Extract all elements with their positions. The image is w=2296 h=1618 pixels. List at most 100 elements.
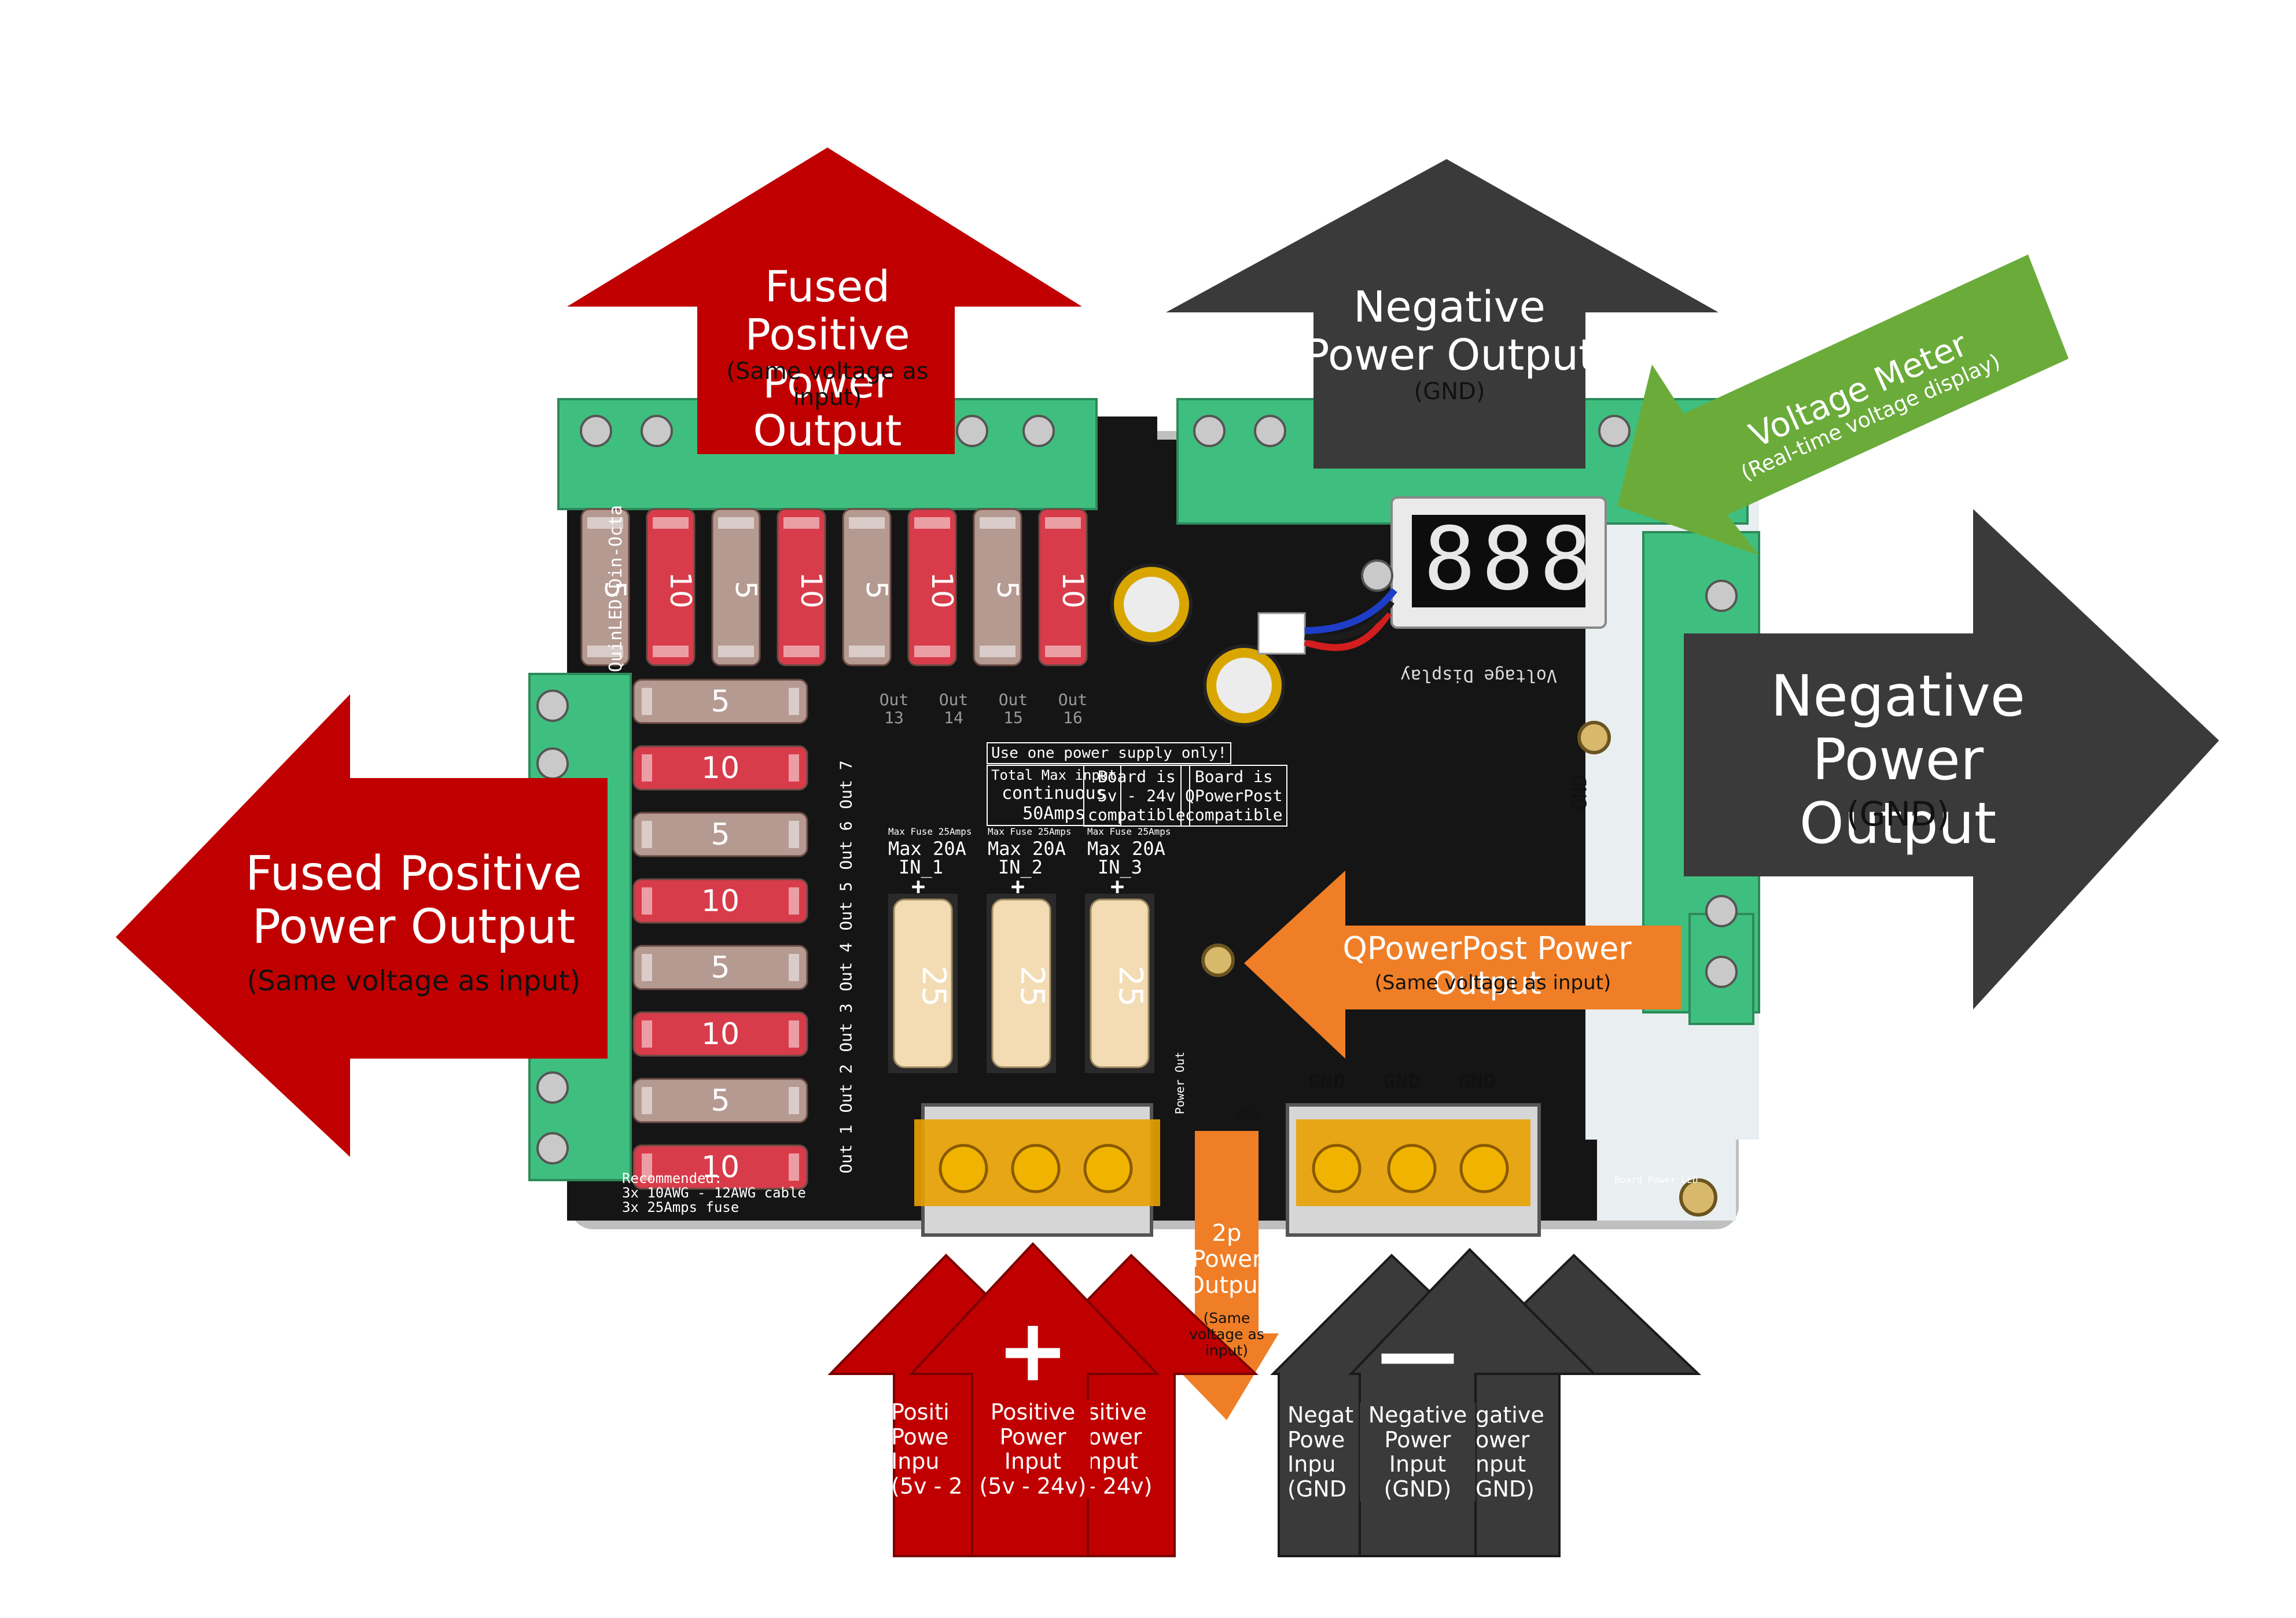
fused-top-sub2: input): [793, 384, 862, 411]
fused-left-title: Fused Positive Power Output: [229, 847, 599, 954]
out-left-label: Out 7: [836, 760, 856, 809]
neg-left-l2: Powe: [1287, 1427, 1345, 1453]
neg-right-l2: ower: [1476, 1427, 1530, 1453]
out-top-label: Out 16: [1058, 690, 1088, 727]
neg-right-l4: GND): [1476, 1476, 1535, 1502]
neg-input-left-text: Negat Powe Inpu (GND: [1287, 1403, 1363, 1501]
pos-left-l1: Positi: [891, 1400, 950, 1425]
pos-right-l2: ower: [1088, 1424, 1142, 1450]
board-name: QuinLED-Din-Octa: [605, 505, 626, 672]
input-fuse: 25: [1085, 894, 1154, 1073]
neg-top-line2: Power Output: [1303, 330, 1596, 380]
top-fuse: 10: [777, 508, 828, 666]
pos-right-l1: sitive: [1088, 1399, 1147, 1425]
input-plus-label: +: [1110, 874, 1125, 900]
out-top-label: Out 13: [879, 690, 909, 727]
rec-l1: Recommended:: [622, 1170, 723, 1186]
fused-top-sub1: (Same voltage as: [726, 358, 929, 385]
out-left-label: Out 4: [836, 942, 856, 992]
left-fuse: 10: [632, 1144, 808, 1190]
top-fuse-value: 5: [991, 581, 1024, 599]
gnd-post: [1577, 721, 1611, 754]
total-max-box: Total Max input continuous 50Amps: [987, 765, 1121, 826]
pos-left-l4: (5v - 2: [891, 1473, 963, 1499]
input-fuse-value: 25: [1013, 965, 1051, 1007]
neg-top-title: Negative Power Output: [1302, 283, 1597, 379]
left-fuse-value: 10: [701, 1150, 739, 1185]
pos-right-l3: nput: [1088, 1449, 1139, 1475]
fused-positive-top-arrow: [567, 148, 1082, 454]
fused-left-line2: Power Output: [252, 899, 576, 954]
total-max-l2: continuous: [1002, 783, 1106, 804]
display-digits: 888: [1423, 509, 1598, 610]
fused-top-sub: (Same voltage as input): [712, 359, 943, 411]
left-fuse: 10: [632, 1011, 808, 1057]
neg-right-title: Negative Power Output: [1690, 665, 2106, 856]
fused-left-sub: (Same voltage as input): [246, 965, 581, 997]
neg-input-minus: —: [1377, 1306, 1458, 1400]
neg-right-sub: (GND): [1846, 794, 1950, 834]
left-fuse-value: 10: [701, 884, 739, 919]
rec-l2: 3x 10AWG - 12AWG cable: [622, 1185, 806, 1201]
gnd-label: GND: [1383, 1070, 1421, 1094]
left-fuse: 5: [632, 945, 808, 990]
neg-right-line1: Negative Power: [1771, 664, 2025, 793]
input-barrier-terminal: [914, 1103, 1160, 1237]
input-plus-label: +: [911, 874, 926, 900]
input-max-label: Max 20A: [1087, 838, 1165, 860]
two-pin-s1: (Same: [1203, 1310, 1250, 1326]
left-fuse: 5: [632, 1078, 808, 1123]
pos-input-right-text: sitive ower nput - 24v): [1088, 1400, 1175, 1498]
two-pin-s3: input): [1205, 1342, 1249, 1359]
left-fuse-value: 5: [711, 817, 730, 852]
one-supply-note: Use one power supply only!: [987, 742, 1231, 764]
power-out-label: Power Out: [1173, 1051, 1187, 1115]
top-terminal-block-left: [557, 398, 1098, 510]
pos-l4: (5v - 24v): [979, 1473, 1087, 1499]
neg-input-right-text: gative ower nput GND): [1476, 1403, 1557, 1501]
out-left-label: Out 6: [836, 821, 856, 870]
neg-input-text: Negative Power Input (GND): [1360, 1402, 1476, 1502]
board-qpp-l2: QPowerPost: [1185, 786, 1283, 805]
neg-right-l1: gative: [1476, 1402, 1544, 1428]
input-name-label: IN_1: [899, 856, 944, 878]
screw-icon: [1361, 559, 1393, 592]
two-pin-l1: 2p: [1212, 1220, 1242, 1247]
top-fuse: 5: [842, 508, 893, 666]
gnd-label: GND: [1458, 1070, 1496, 1094]
board-is-qpp-box: Board is QPowerPost compatible: [1180, 765, 1287, 827]
input-fuse: 25: [987, 894, 1056, 1073]
gnd-small-label: GND: [1238, 1108, 1260, 1122]
left-fuse-value: 10: [701, 751, 739, 786]
total-max-l1: Total Max input: [991, 767, 1117, 783]
top-fuse: 10: [1038, 508, 1090, 666]
neg-l1: Negative: [1368, 1402, 1467, 1428]
left-fuse: 10: [632, 745, 808, 791]
two-pin-l2: Power: [1191, 1245, 1262, 1273]
qpowerpost-sub: (Same voltage as input): [1374, 971, 1611, 994]
fused-positive-left-arrow: [116, 694, 608, 1157]
pos-right-l4: - 24v): [1088, 1473, 1153, 1499]
left-fuse-value: 5: [711, 684, 730, 719]
out-left-label: Out 2: [836, 1064, 856, 1113]
board-is-l1: Board is: [1097, 767, 1176, 786]
fused-left-line1: Fused Positive: [245, 846, 583, 901]
top-fuse-value: 5: [729, 581, 763, 599]
input-plus-label: +: [1011, 874, 1025, 900]
left-fuse-value: 5: [711, 1083, 730, 1118]
neg-l2: Power: [1384, 1427, 1451, 1453]
two-pin-label: 2p Power Output: [1175, 1221, 1279, 1298]
input-name-label: IN_3: [1098, 856, 1143, 878]
input-fuse-value: 25: [1112, 965, 1149, 1007]
neg-l3: Input: [1389, 1451, 1447, 1477]
qpowerpost-title: QPowerPost Power Output: [1342, 930, 1632, 1002]
neg-right-line2: Output: [1799, 790, 1997, 857]
fused-top-line2: Power Output: [753, 357, 902, 456]
top-fuse-value: 10: [664, 572, 697, 609]
neg-left-l4: (GND: [1287, 1476, 1346, 1502]
pos-input-plus: +: [996, 1300, 1069, 1401]
two-pin-l3: Output: [1186, 1271, 1267, 1299]
left-fuse-value: 5: [711, 950, 730, 985]
gnd-vertical: GND: [1568, 775, 1592, 810]
